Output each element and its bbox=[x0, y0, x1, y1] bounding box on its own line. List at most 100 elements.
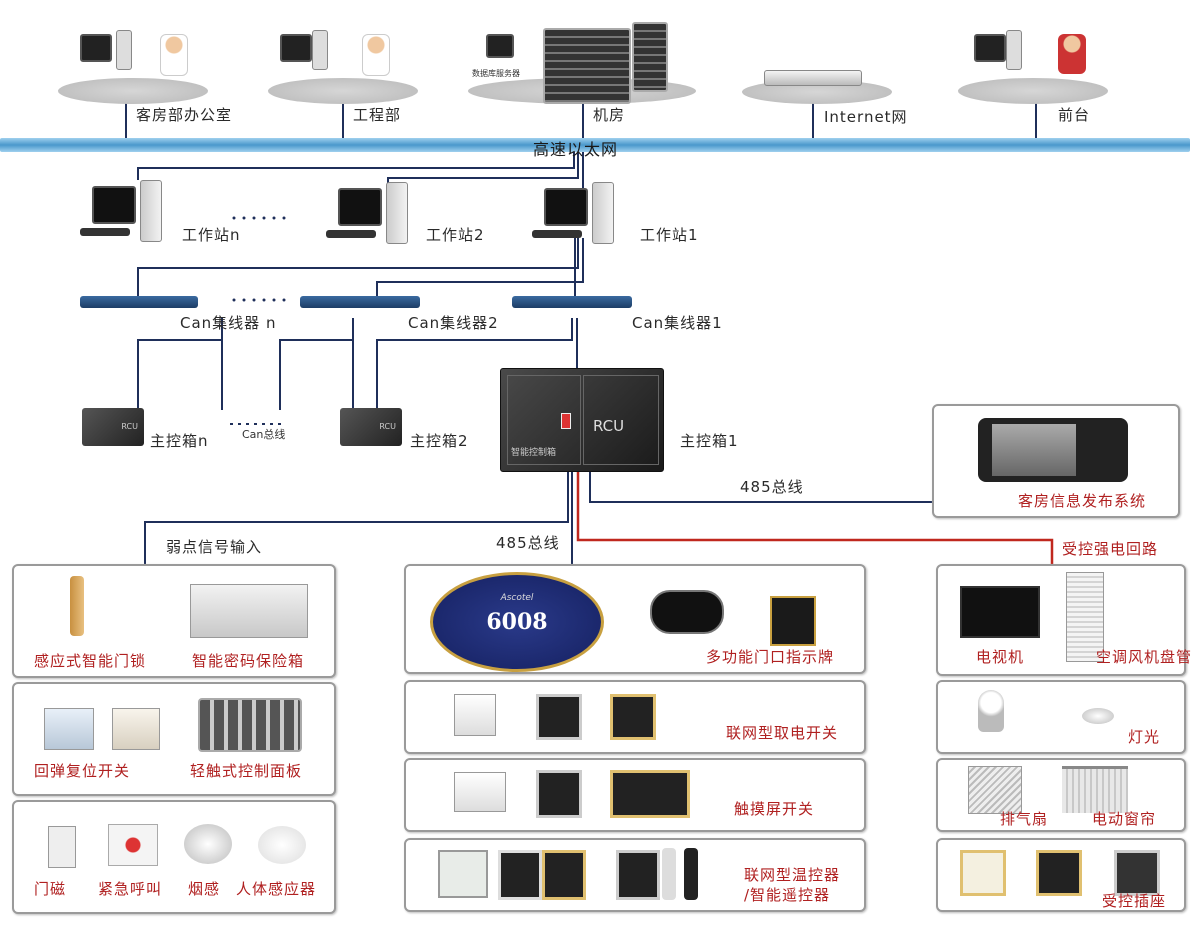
tower-icon bbox=[312, 30, 328, 70]
item-label: 联网型取电开关 bbox=[726, 724, 839, 742]
power-switch-icon bbox=[536, 694, 582, 740]
server-caption: 数据库服务器 bbox=[472, 69, 520, 78]
left-box-1: 感应式智能门锁 智能密码保险箱 bbox=[12, 564, 336, 678]
doorplate-brand: Ascotel bbox=[500, 593, 534, 603]
curtain-icon bbox=[1062, 766, 1128, 813]
ceiling-light-icon bbox=[1082, 708, 1114, 724]
doorplate-number: 6008 bbox=[486, 609, 548, 635]
can-hub-1 bbox=[512, 296, 632, 308]
socket-icon bbox=[1114, 850, 1160, 896]
bus-485-center-label: 485总线 bbox=[496, 534, 560, 552]
controller-label: 主控箱2 bbox=[410, 432, 469, 450]
item-label: 烟感 bbox=[188, 880, 221, 898]
hub-label: Can集线器1 bbox=[632, 314, 723, 332]
center-box-3: 触摸屏开关 bbox=[404, 758, 866, 832]
air-conditioner-icon bbox=[1066, 572, 1104, 662]
computer-icon bbox=[80, 34, 112, 62]
staff-person-icon bbox=[362, 34, 390, 76]
item-label: 受控插座 bbox=[1102, 892, 1167, 910]
top-node-label: 工程部 bbox=[353, 106, 402, 124]
ethernet-backbone bbox=[0, 138, 1190, 152]
tower-icon bbox=[386, 182, 408, 244]
thermostat-icon bbox=[498, 850, 542, 900]
reset-switch-icon bbox=[112, 708, 160, 750]
right-box-3: 排气扇 电动窗帘 bbox=[936, 758, 1186, 832]
weak-signal-label: 弱点信号输入 bbox=[166, 538, 263, 556]
doorbell-panel-icon bbox=[770, 596, 816, 646]
bus-485-right-label: 485总线 bbox=[740, 478, 804, 496]
tower-icon bbox=[592, 182, 614, 244]
router-icon bbox=[764, 70, 862, 86]
item-label: 轻触式控制面板 bbox=[190, 762, 303, 780]
center-box-1: Ascotel 6008 多功能门口指示牌 bbox=[404, 564, 866, 674]
item-label-2: /智能遥控器 bbox=[744, 886, 831, 904]
tv-icon bbox=[960, 586, 1040, 638]
exhaust-fan-icon bbox=[968, 766, 1022, 814]
tower-icon bbox=[1006, 30, 1022, 70]
controller-n-box: RCU bbox=[82, 408, 144, 446]
can-hub-n bbox=[80, 296, 198, 308]
thermostat-icon bbox=[438, 850, 488, 898]
door-sensor-icon bbox=[48, 826, 76, 868]
rcu-status-icon bbox=[561, 413, 571, 429]
info-system-box: 客房信息发布系统 bbox=[932, 404, 1180, 518]
center-box-2: 联网型取电开关 bbox=[404, 680, 866, 754]
info-system-label: 客房信息发布系统 bbox=[1018, 492, 1147, 510]
left-box-2: 回弹复位开关 轻触式控制面板 bbox=[12, 682, 336, 796]
computer-icon bbox=[486, 34, 514, 58]
display-panel-icon bbox=[650, 590, 724, 634]
emergency-button-icon bbox=[108, 824, 158, 866]
computer-icon bbox=[92, 186, 136, 224]
bulb-icon bbox=[978, 690, 1004, 732]
video-screen-icon bbox=[978, 418, 1128, 482]
item-label: 电动窗帘 bbox=[1092, 810, 1157, 828]
right-box-2: 灯光 bbox=[936, 680, 1186, 754]
top-node-label: 机房 bbox=[593, 106, 626, 124]
keyboard-icon bbox=[326, 230, 376, 238]
can-hub-2 bbox=[300, 296, 420, 308]
item-label: 人体感应器 bbox=[236, 880, 317, 898]
reset-switch-icon bbox=[44, 708, 94, 750]
doorplate-icon: Ascotel 6008 bbox=[430, 572, 604, 672]
thermostat-icon bbox=[616, 850, 660, 900]
touch-switch-icon bbox=[536, 770, 582, 818]
motion-sensor-icon bbox=[258, 826, 306, 864]
hub-label: Can集线器2 bbox=[408, 314, 499, 332]
center-box-4: 联网型温控器 /智能遥控器 bbox=[404, 838, 866, 912]
item-label: 灯光 bbox=[1128, 728, 1161, 746]
item-label: 电视机 bbox=[976, 648, 1025, 666]
tower-icon bbox=[116, 30, 132, 70]
server-rack-icon bbox=[632, 22, 668, 92]
thermostat-icon bbox=[542, 850, 586, 900]
rcu-text: RCU bbox=[121, 422, 138, 431]
controller-2-box: RCU bbox=[340, 408, 402, 446]
staff-person-icon bbox=[160, 34, 188, 76]
computer-icon bbox=[974, 34, 1006, 62]
item-label: 智能密码保险箱 bbox=[192, 652, 305, 670]
door-lock-icon bbox=[70, 576, 84, 636]
tower-icon bbox=[140, 180, 162, 242]
socket-icon bbox=[960, 850, 1006, 896]
item-label: 紧急呼叫 bbox=[98, 880, 163, 898]
item-label: 联网型温控器 bbox=[744, 866, 841, 884]
server-rack-icon bbox=[543, 28, 631, 104]
item-label: 排气扇 bbox=[1000, 810, 1049, 828]
remote-control-icon bbox=[684, 848, 698, 900]
controller-caption: 智能控制箱 bbox=[511, 448, 557, 458]
keyboard-icon bbox=[80, 228, 130, 236]
keyboard-icon bbox=[532, 230, 582, 238]
right-box-1: 电视机 空调风机盘管 bbox=[936, 564, 1191, 676]
touch-switch-icon bbox=[610, 770, 690, 818]
item-label: 门磁 bbox=[34, 880, 67, 898]
computer-icon bbox=[338, 188, 382, 226]
backbone-label: 高速以太网 bbox=[533, 140, 619, 159]
top-node-label: 前台 bbox=[1058, 106, 1091, 124]
power-switch-icon bbox=[610, 694, 656, 740]
remote-control-icon bbox=[662, 848, 676, 900]
controller-label: 主控箱n bbox=[150, 432, 209, 450]
item-label: 多功能门口指示牌 bbox=[706, 648, 835, 666]
can-bus-label: Can总线 bbox=[242, 428, 286, 441]
rcu-text: RCU bbox=[593, 417, 625, 435]
item-label: 回弹复位开关 bbox=[34, 762, 131, 780]
